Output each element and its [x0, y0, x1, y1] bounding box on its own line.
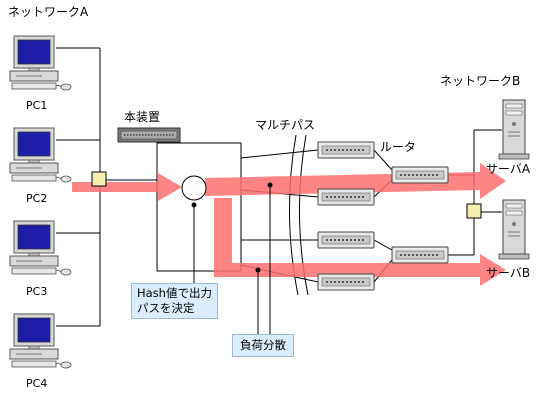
pc2-icon [9, 127, 72, 183]
server-b-label: サーバB [486, 266, 531, 280]
device-label: 本装置 [124, 110, 161, 124]
router-5 [391, 166, 449, 184]
pc1-icon [9, 35, 72, 91]
pc3-icon [9, 220, 72, 276]
pc4-label: PC4 [26, 377, 48, 390]
hash-decision-node [181, 175, 207, 201]
flow-arrows [72, 163, 506, 286]
hub-a [91, 171, 107, 187]
pc3-label: PC3 [26, 285, 48, 298]
router-3 [317, 231, 375, 249]
pc4-icon [9, 313, 72, 369]
load-balance-callout: 負荷分散 [232, 334, 294, 357]
appliance-icon [117, 127, 181, 143]
router-4 [317, 273, 375, 291]
server-b-icon [498, 199, 530, 260]
hash-callout-line2: パスを決定 [137, 301, 195, 315]
multipath-label: マルチパス [255, 118, 316, 132]
network-a-title: ネットワークA [8, 5, 89, 19]
hub-b [466, 203, 482, 219]
callout-leaders [193, 185, 271, 335]
server-a-label: サーバA [486, 162, 531, 176]
hash-callout-line1: Hash値で出力 [137, 286, 212, 300]
server-a-icon [498, 99, 530, 160]
router-1 [317, 141, 375, 159]
router-label: ルータ [380, 140, 417, 154]
pc1-label: PC1 [26, 99, 48, 112]
router-2 [317, 188, 375, 206]
hash-callout: Hash値で出力 パスを決定 [131, 283, 218, 319]
router-6 [391, 246, 449, 264]
network-b-title: ネットワークB [440, 74, 521, 88]
pc2-label: PC2 [26, 192, 48, 205]
